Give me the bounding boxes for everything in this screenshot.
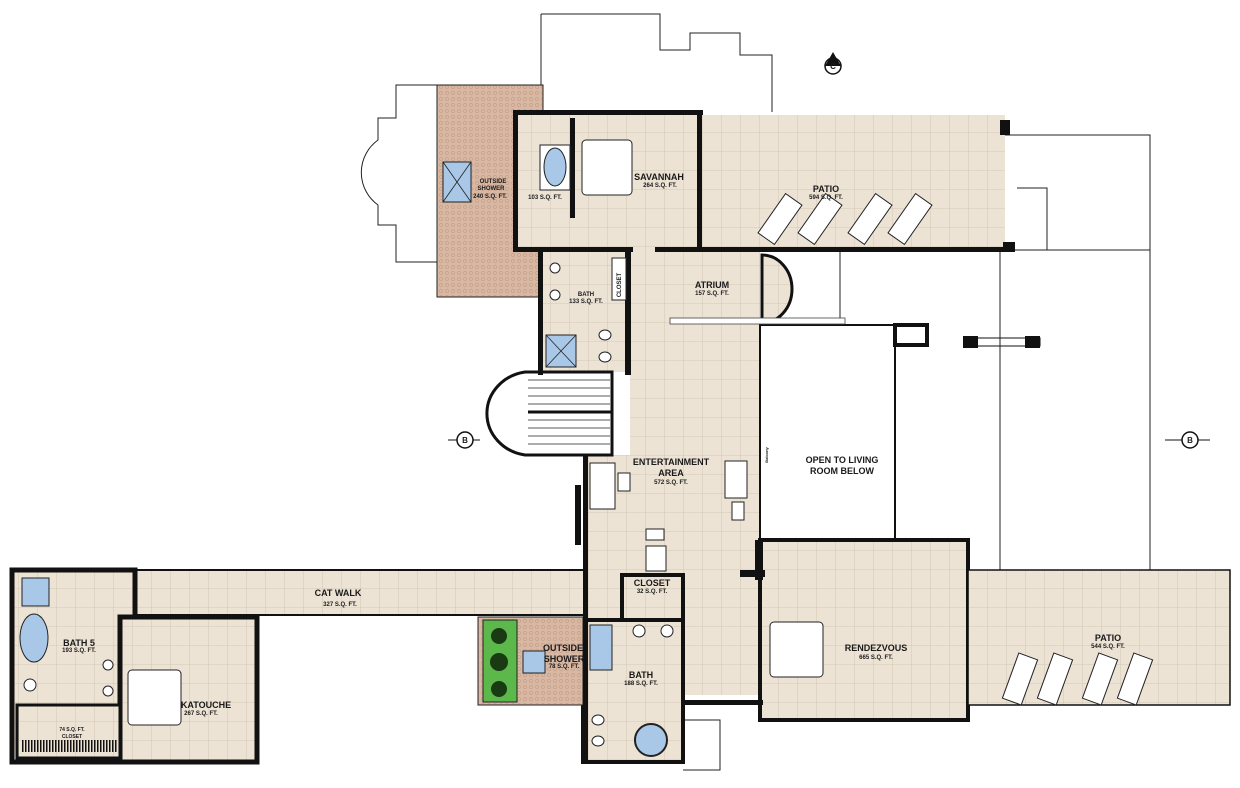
room-name: CLOSET <box>62 734 82 740</box>
tub-icon <box>634 723 668 757</box>
column <box>893 323 929 347</box>
shower-icon <box>589 624 613 671</box>
shower-icon <box>21 577 50 607</box>
section-marker-c: C <box>824 52 842 75</box>
room-name: CLOSET <box>617 273 623 298</box>
sink-icon <box>102 685 114 697</box>
svg-text:B: B <box>1187 436 1193 445</box>
area-label: 103 S.Q. FT. <box>528 195 562 201</box>
chair-icon <box>645 545 667 572</box>
sink-icon <box>660 624 674 638</box>
area-label: 188 S.Q. FT. <box>624 681 658 687</box>
balcony-label: Balcony <box>764 446 769 462</box>
sink-icon <box>632 624 646 638</box>
area-label: 240 S.Q. FT. <box>473 194 507 200</box>
room-name: PATIO <box>813 184 839 194</box>
atrium-bay <box>760 253 794 325</box>
bed-icon <box>769 621 824 678</box>
outside-shower-label-2: SHOWER <box>478 186 506 192</box>
column <box>963 336 978 348</box>
room-name: SAVANNAH <box>634 172 684 182</box>
area-label: 665 S.Q. FT. <box>859 655 893 661</box>
room-name: ENTERTAINMENT <box>633 457 710 467</box>
area-label: 594 S.Q. FT. <box>809 195 843 201</box>
sofa-icon <box>589 462 616 510</box>
room-name: CAT WALK <box>315 588 362 598</box>
room-name: ATRIUM <box>695 280 729 290</box>
walls <box>513 110 1015 760</box>
room-name: BATH <box>629 670 653 680</box>
toilet-icon <box>23 678 37 692</box>
bathtub-icon <box>19 613 49 663</box>
lounge-chairs <box>757 192 1154 706</box>
section-marker-b-right: B <box>1165 431 1210 449</box>
shower-icon <box>522 650 546 674</box>
open-living-label: OPEN TO LIVING <box>806 455 879 465</box>
room-name: CLOSET <box>634 578 671 588</box>
area-label: 267 S.Q. FT. <box>184 711 218 717</box>
plant-icons <box>490 628 508 697</box>
room-labels: OUTSIDE SHOWER 240 S.Q. FT. 103 S.Q. FT.… <box>59 172 1125 740</box>
toilet-icon <box>591 735 605 747</box>
room-name-2: AREA <box>658 468 684 478</box>
room-name: OUTSIDE <box>543 643 583 653</box>
sink-icon <box>102 659 114 671</box>
open-living-label-2: ROOM BELOW <box>810 466 874 476</box>
fixtures <box>19 139 1154 757</box>
staircase <box>485 370 614 457</box>
section-marker-b-left: B <box>448 431 480 449</box>
open-to-living-room <box>759 324 896 541</box>
area-label: 327 S.Q. FT. <box>323 602 357 608</box>
toilet-icon <box>598 329 612 341</box>
bed-icon <box>127 669 182 726</box>
atrium <box>630 250 760 465</box>
area-label: 572 S.Q. FT. <box>654 480 688 486</box>
cat-walk <box>134 569 586 616</box>
room-name: BATH 5 <box>63 638 95 648</box>
area-label: 157 S.Q. FT. <box>695 291 729 297</box>
balcony-rail <box>669 317 846 325</box>
toilet-icon <box>598 351 612 363</box>
area-label: 264 S.Q. FT. <box>643 183 677 189</box>
bathtub-icon <box>543 147 567 187</box>
room-name: PATIO <box>1095 633 1121 643</box>
svg-text:B: B <box>462 436 468 445</box>
area-label: 78 S.Q. FT. <box>549 664 580 670</box>
area-label: 544 S.Q. FT. <box>1091 644 1125 650</box>
room-name: KATOUCHE <box>181 700 231 710</box>
bed-icon <box>581 139 633 196</box>
room-name: BATH <box>578 292 594 298</box>
area-label: 193 S.Q. FT. <box>62 648 96 654</box>
toilet-icon <box>591 714 605 726</box>
room-name: RENDEZVOUS <box>845 643 908 653</box>
area-label: 32 S.Q. FT. <box>637 589 668 595</box>
outside-shower-label: OUTSIDE <box>480 179 507 185</box>
sink-icon <box>549 262 561 274</box>
column <box>1025 336 1040 348</box>
sofa-icon <box>724 460 748 499</box>
svg-text:C: C <box>830 62 836 71</box>
closet-rods <box>22 740 118 752</box>
room-name-2: SHOWER <box>544 654 585 664</box>
sink-icon <box>549 289 561 301</box>
area-label: 74 S.Q. FT. <box>59 727 85 733</box>
area-label: 133 S.Q. FT. <box>569 299 603 305</box>
